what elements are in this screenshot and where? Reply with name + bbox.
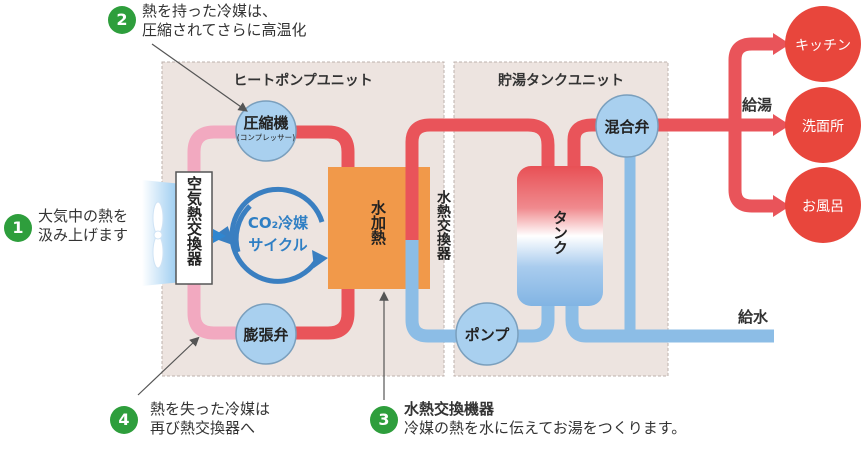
- pump-label: ポンプ: [464, 326, 510, 344]
- step1-badge: [4, 214, 32, 242]
- expansion-valve-circle: [235, 303, 297, 365]
- outlet-bath-circle: [785, 167, 861, 243]
- step3-number: 3: [378, 410, 390, 429]
- leader-step4: [137, 336, 200, 396]
- water-cold-pipe-left: [405, 240, 495, 343]
- mixing-valve-label: 混合弁: [604, 118, 650, 136]
- cycle-arrow-ring: [229, 186, 325, 284]
- water-supply-label: 給水: [738, 308, 769, 326]
- outlet-kitchen-label: キッチン: [795, 38, 851, 54]
- water-heat-exchanger-label: 水熱交換器: [435, 190, 451, 260]
- mixing-valve-circle: [595, 94, 659, 158]
- tank-to-valve-pipe: [567, 118, 625, 175]
- step2-number: 2: [116, 10, 128, 29]
- step2-line1: 熱を持った冷媒は、: [142, 2, 278, 20]
- compressor-label: 圧縮機: [243, 114, 289, 132]
- air-arrow: [213, 229, 226, 243]
- step4-line1: 熱を失った冷媒は: [150, 400, 271, 418]
- tank-unit-title: 貯湯タンクユニット: [498, 73, 624, 89]
- hot-water-supply-label: 給湯: [742, 96, 773, 114]
- step3-line1: 冷媒の熱を水に伝えてお湯をつくります。: [404, 419, 687, 437]
- arrow-washroom: [773, 114, 790, 136]
- water-hot-pipe-left: [405, 118, 555, 240]
- tank-to-pump-pipe: [495, 300, 555, 343]
- arrow-bath: [773, 195, 790, 217]
- step1-number: 1: [12, 218, 24, 237]
- step1-line1: 大気中の熱を: [38, 207, 129, 225]
- pump-circle: [455, 302, 519, 366]
- compressor-sub-label: (コンプレッサー): [236, 133, 296, 142]
- cycle-arrow-head: [312, 250, 328, 268]
- outlet-washroom-label: 洗面所: [802, 119, 844, 135]
- air-heat-exchanger-box: [175, 171, 213, 285]
- step4-text: 熱を失った冷媒は 再び熱交換器へ: [150, 400, 270, 438]
- cycle-label-line1: CO₂冷媒: [247, 214, 309, 232]
- air-heat-exchanger-label: 空気熱交換器: [185, 176, 203, 266]
- expansion-valve-label: 膨張弁: [243, 326, 289, 344]
- cycle-label-line2: サイクル: [248, 236, 308, 254]
- step4-line2: 再び熱交換器へ: [150, 419, 256, 437]
- heat-pump-unit-title: ヒートポンプユニット: [233, 73, 373, 89]
- outlet-kitchen-circle: [785, 6, 861, 82]
- outlet-washroom-circle: [785, 87, 861, 163]
- outlet-bath-label: お風呂: [802, 199, 844, 215]
- arrow-kitchen: [773, 33, 790, 55]
- step1-text: 大気中の熱を 汲み上げます: [38, 207, 128, 245]
- water-heating-label: 水加熱: [369, 200, 387, 245]
- step2-badge: [108, 6, 136, 34]
- hot-supply-branch: [728, 37, 775, 213]
- step2-text: 熱を持った冷媒は、 圧縮されてさらに高温化: [142, 2, 307, 40]
- step2-line2: 圧縮されてさらに高温化: [142, 21, 307, 39]
- leader-step2: [151, 43, 248, 112]
- step3-text: 水熱交換機器 冷媒の熱を水に伝えてお湯をつくります。: [404, 400, 686, 438]
- cycle-arrow-ring-2: [233, 204, 252, 253]
- tank-body: [517, 166, 603, 306]
- step3-badge: [370, 406, 398, 434]
- step4-number: 4: [118, 410, 130, 429]
- tank-label: タンク: [551, 210, 569, 255]
- step4-badge: [110, 406, 138, 434]
- compressor-circle: [235, 100, 297, 162]
- cold-supply-pipe: [565, 300, 774, 343]
- fan-icon: [152, 201, 164, 269]
- step3-title: 水熱交換機器: [404, 400, 495, 418]
- step1-line2: 汲み上げます: [38, 226, 129, 244]
